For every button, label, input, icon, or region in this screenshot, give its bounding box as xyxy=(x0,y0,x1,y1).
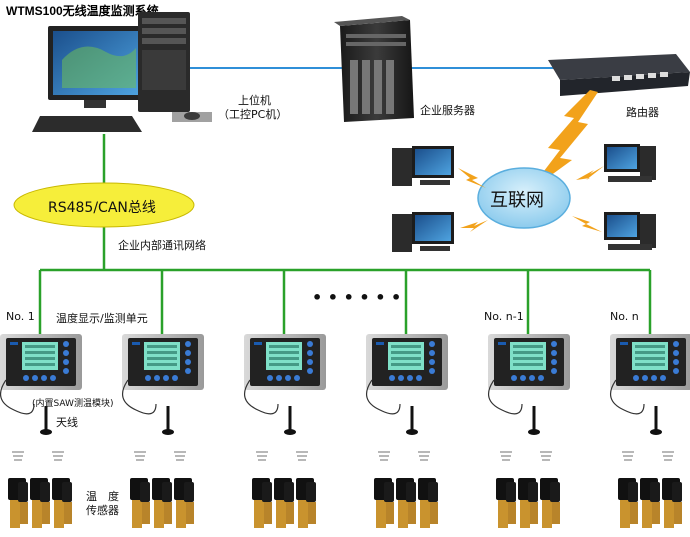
display-unit-label: 温度显示/监测单元 xyxy=(56,312,148,325)
antenna-icon xyxy=(406,406,418,435)
client-computer-icon xyxy=(604,212,656,250)
server-label: 企业服务器 xyxy=(420,104,475,117)
wireless-signal-icon xyxy=(12,451,64,461)
client-computer-icon xyxy=(392,146,454,186)
antenna-icon xyxy=(528,406,540,435)
host-pc-label: 上位机 xyxy=(238,94,271,107)
temperature-sensor-icon xyxy=(374,478,438,528)
antenna-icon xyxy=(162,406,174,435)
wireless-signal-icon xyxy=(378,451,430,461)
wireless-signal-icon xyxy=(500,451,552,461)
wireless-signal-icon xyxy=(256,451,308,461)
router-icon xyxy=(548,54,690,96)
internet-label: 互联网 xyxy=(490,190,544,211)
ellipsis: • • • • • • xyxy=(312,288,402,307)
unit-number-label: No. 1 xyxy=(6,310,35,323)
internal-network-label: 企业内部通讯网络 xyxy=(118,239,206,252)
antenna-icon xyxy=(650,406,662,435)
antenna-label: 天线 xyxy=(56,416,78,429)
temperature-sensor-icon xyxy=(8,478,72,528)
wireless-signal-icon xyxy=(622,451,674,461)
server-icon xyxy=(334,16,414,122)
bus-label: RS485/CAN总线 xyxy=(48,200,156,216)
monitoring-unit xyxy=(243,334,326,415)
unit-number-label: No. n-1 xyxy=(484,310,524,323)
diagram-title: WTMS100无线温度监测系统 xyxy=(6,4,159,18)
monitoring-unit xyxy=(0,334,82,415)
monitoring-unit xyxy=(121,334,204,415)
host-pc-sublabel: （工控PC机） xyxy=(218,108,288,121)
unit-number-label: No. n xyxy=(610,310,639,323)
wireless-signal-icon xyxy=(134,451,186,461)
monitoring-unit xyxy=(609,334,690,415)
host-pc-icon xyxy=(32,12,212,132)
antenna-icon xyxy=(40,406,52,435)
bus-ellipse xyxy=(13,182,195,228)
temperature-sensor-icon xyxy=(252,478,316,528)
bus-drops xyxy=(38,270,652,334)
client-computer-icon xyxy=(392,212,454,252)
temperature-sensor-icon xyxy=(496,478,560,528)
saw-module-label: (内置SAW测温模块) xyxy=(32,399,114,409)
monitoring-unit xyxy=(487,334,570,415)
client-links xyxy=(458,166,604,232)
sensor-label: 温 度 xyxy=(86,490,119,503)
router-label: 路由器 xyxy=(626,106,659,119)
client-computer-icon xyxy=(604,144,656,182)
monitoring-unit xyxy=(365,334,448,415)
wireless-link-icon xyxy=(528,90,598,192)
temperature-sensor-icon xyxy=(130,478,194,528)
internet-cloud xyxy=(477,167,571,229)
temperature-sensor-icon xyxy=(618,478,682,528)
antenna-icon xyxy=(284,406,296,435)
sensor-sublabel: 传感器 xyxy=(86,504,119,517)
